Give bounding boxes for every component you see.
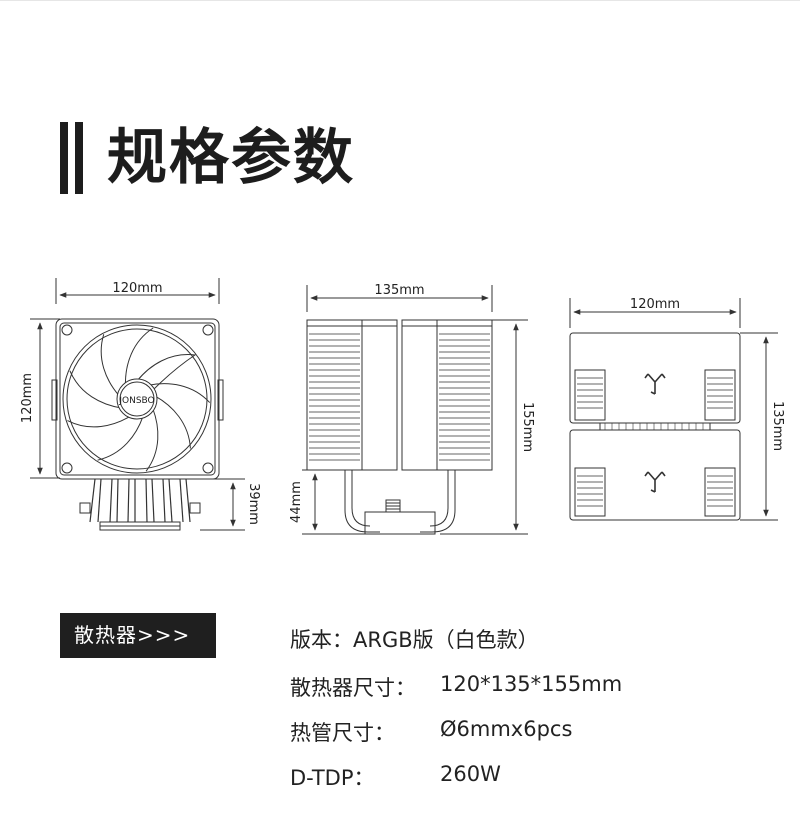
dimension-drawings: 120mm 120mm JONSBO <box>20 278 785 535</box>
dim-front-width: 120mm <box>112 281 162 296</box>
top-divider <box>0 0 800 1</box>
dim-side-bottom: 44mm <box>289 481 304 523</box>
spec-row-version: 版本：ARGB版（白色款） <box>290 624 539 654</box>
page-title: 规格参数 <box>107 123 355 193</box>
heading-bar <box>75 122 83 194</box>
spec-key: 散热器尺寸： <box>290 676 416 700</box>
fan-logo: JONSBO <box>118 396 154 406</box>
section-badge: 散热器>>> <box>60 613 216 658</box>
spec-row-tdp: D-TDP： 260W <box>290 762 501 792</box>
spec-value: 260W <box>440 762 501 786</box>
dim-front-bottom: 39mm <box>246 483 261 525</box>
spec-value: Ø6mmx6pcs <box>440 717 573 741</box>
top-view: 120mm <box>569 297 785 521</box>
dim-side-height: 155mm <box>520 402 535 452</box>
spec-key: 热管尺寸： <box>290 721 395 745</box>
dim-front-height: 120mm <box>20 373 35 423</box>
dim-side-width: 135mm <box>374 283 424 298</box>
heading-bar <box>60 122 68 194</box>
spec-key: D-TDP： <box>290 766 375 790</box>
spec-value: 120*135*155mm <box>440 672 623 696</box>
dim-top-width: 120mm <box>630 297 680 312</box>
spec-key: 版本： <box>290 628 353 652</box>
side-view: 135mm <box>289 283 535 535</box>
spec-value: ARGB版（白色款） <box>353 628 539 652</box>
dim-top-depth: 135mm <box>770 401 785 451</box>
spec-row-heatpipe: 热管尺寸： Ø6mmx6pcs <box>290 717 572 747</box>
section-heading: 规格参数 <box>60 118 355 198</box>
spec-row-size: 散热器尺寸： 120*135*155mm <box>290 672 622 702</box>
front-view: 120mm 120mm JONSBO <box>20 278 261 531</box>
